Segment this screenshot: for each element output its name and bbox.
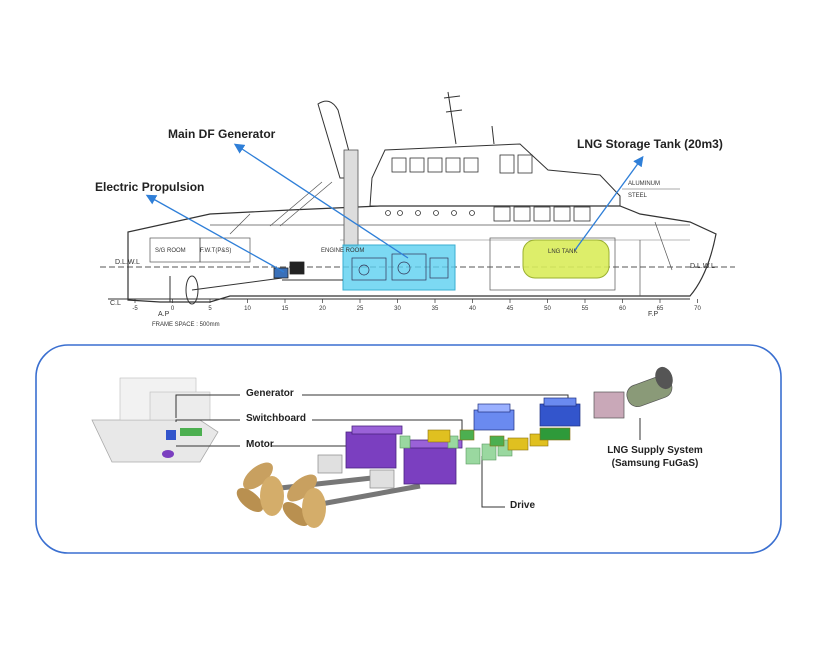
label-dlwl-right: D.L.W.L (690, 263, 715, 270)
propulsion-motor (273, 261, 305, 279)
system-diagram-frame (35, 344, 782, 554)
lng-supply-system-subtitle: (Samsung FuGaS) (611, 458, 699, 469)
arrow-main-df-generator (233, 143, 409, 259)
frame-tick-label: 5 (208, 306, 212, 312)
callout-drive: Drive (510, 500, 536, 511)
frame-tick-label: 45 (507, 306, 514, 312)
frame-tick-label: 25 (357, 306, 364, 312)
superstructure (369, 143, 621, 207)
arrow-lng-storage-tank (574, 155, 644, 251)
thrust-blocks (317, 454, 395, 489)
frame-tick-label: 35 (432, 306, 439, 312)
callout-lng-supply-system: LNG Supply System (Samsung FuGaS) (585, 444, 725, 470)
callout-arrows (145, 143, 644, 273)
frame-tick-label: 70 (694, 306, 701, 312)
label-aluminum: ALUMINUM (628, 181, 660, 187)
drives (399, 435, 513, 465)
callout-motor: Motor (246, 439, 274, 450)
frame-tick-label: -5 (132, 306, 138, 312)
propeller-blade (243, 462, 273, 490)
callout-generator: Generator (246, 388, 294, 399)
label-steel: STEEL (628, 193, 648, 199)
lng-tank-highlight (522, 239, 610, 279)
switchboards (427, 427, 571, 451)
frame-tick-label: 0 (171, 306, 175, 312)
shaft-and-propellers (236, 462, 421, 528)
label-dlwl-left: D.L.W.L (115, 259, 140, 266)
frame-tick-label: 15 (282, 306, 289, 312)
frame-ticks: -5 0 5 10 15 20 25 30 35 40 45 50 55 60 65 70 (132, 299, 701, 312)
propeller-rudder (169, 275, 283, 305)
frame-tick-label: 50 (544, 306, 551, 312)
frame-tick-label: 10 (244, 306, 251, 312)
frame-tick-label: 60 (619, 306, 626, 312)
label-fp: F.P (648, 311, 658, 318)
label-lng-tank: LNG TANK (548, 249, 577, 255)
windows (391, 154, 591, 222)
engine-room-machinery (351, 253, 449, 281)
mast (443, 91, 495, 145)
label-sg-room: S/G ROOM (155, 248, 186, 254)
lng-supply-system (593, 366, 673, 419)
generators (473, 397, 581, 431)
callout-electric-propulsion: Electric Propulsion (95, 180, 205, 194)
label-frame-space: FRAME SPACE : 500mm (152, 322, 220, 328)
label-ap: A.P (158, 311, 170, 318)
callout-lng-storage-tank: LNG Storage Tank (20m3) (577, 137, 723, 151)
callout-switchboard: Switchboard (246, 413, 307, 424)
label-engine-room: ENGINE ROOM (321, 248, 364, 254)
frame-tick-label: 30 (394, 306, 401, 312)
label-cl: C.L (110, 300, 121, 307)
frame-tick-label: 40 (469, 306, 476, 312)
frame-tick-label: 55 (582, 306, 589, 312)
frame-tick-label: 65 (657, 306, 664, 312)
ship-cutaway-thumbnail (91, 377, 219, 463)
arrow-electric-propulsion (145, 194, 285, 273)
callout-main-df-generator: Main DF Generator (168, 127, 276, 141)
frame-tick-label: 20 (319, 306, 326, 312)
label-fwt: F.W.T(P&S) (200, 248, 231, 254)
lng-supply-system-title: LNG Supply System (607, 445, 703, 456)
portholes (385, 210, 475, 216)
